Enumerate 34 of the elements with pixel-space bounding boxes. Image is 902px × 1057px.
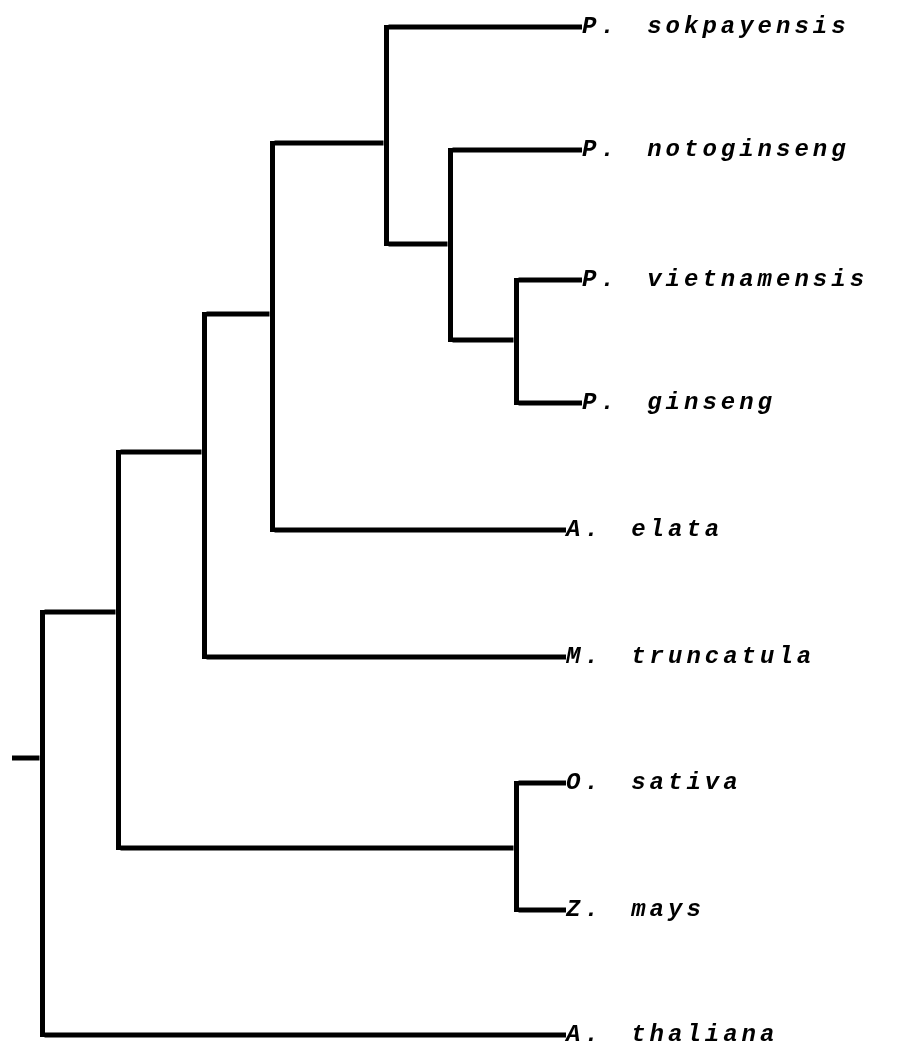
branch-line <box>120 449 202 455</box>
clade-bar <box>513 278 519 405</box>
taxon-label: A. elata <box>566 515 724 545</box>
branch-line <box>120 845 514 851</box>
clade-bar <box>383 25 389 246</box>
taxon-label: Z. mays <box>566 895 705 925</box>
taxon-label: P. ginseng <box>582 388 777 418</box>
branch-line <box>206 654 566 660</box>
branch-line <box>518 780 566 786</box>
taxon-label: A. thaliana <box>566 1020 779 1050</box>
branch-line <box>388 241 448 247</box>
clade-bar <box>115 450 121 850</box>
clade-bar <box>513 781 519 912</box>
branch-line <box>452 337 514 343</box>
branch-line <box>518 277 582 283</box>
root-branch <box>12 755 40 761</box>
taxon-label: P. notoginseng <box>582 135 850 165</box>
branch-line <box>518 907 566 913</box>
taxon-label: M. truncatula <box>566 642 816 672</box>
clade-bar <box>39 610 45 1037</box>
branch-line <box>206 311 270 317</box>
clade-bar <box>201 312 207 659</box>
branch-line <box>274 140 384 146</box>
clade-bar <box>269 141 275 532</box>
branch-line <box>274 527 566 533</box>
taxon-label: O. sativa <box>566 768 742 798</box>
branch-line <box>452 147 582 153</box>
taxon-label: P. sokpayensis <box>582 12 850 42</box>
branch-line <box>518 400 582 406</box>
branch-line <box>44 609 116 615</box>
taxon-label: P. vietnamensis <box>582 265 869 295</box>
branch-line <box>44 1032 566 1038</box>
branch-line <box>388 24 582 30</box>
clade-bar <box>447 148 453 342</box>
